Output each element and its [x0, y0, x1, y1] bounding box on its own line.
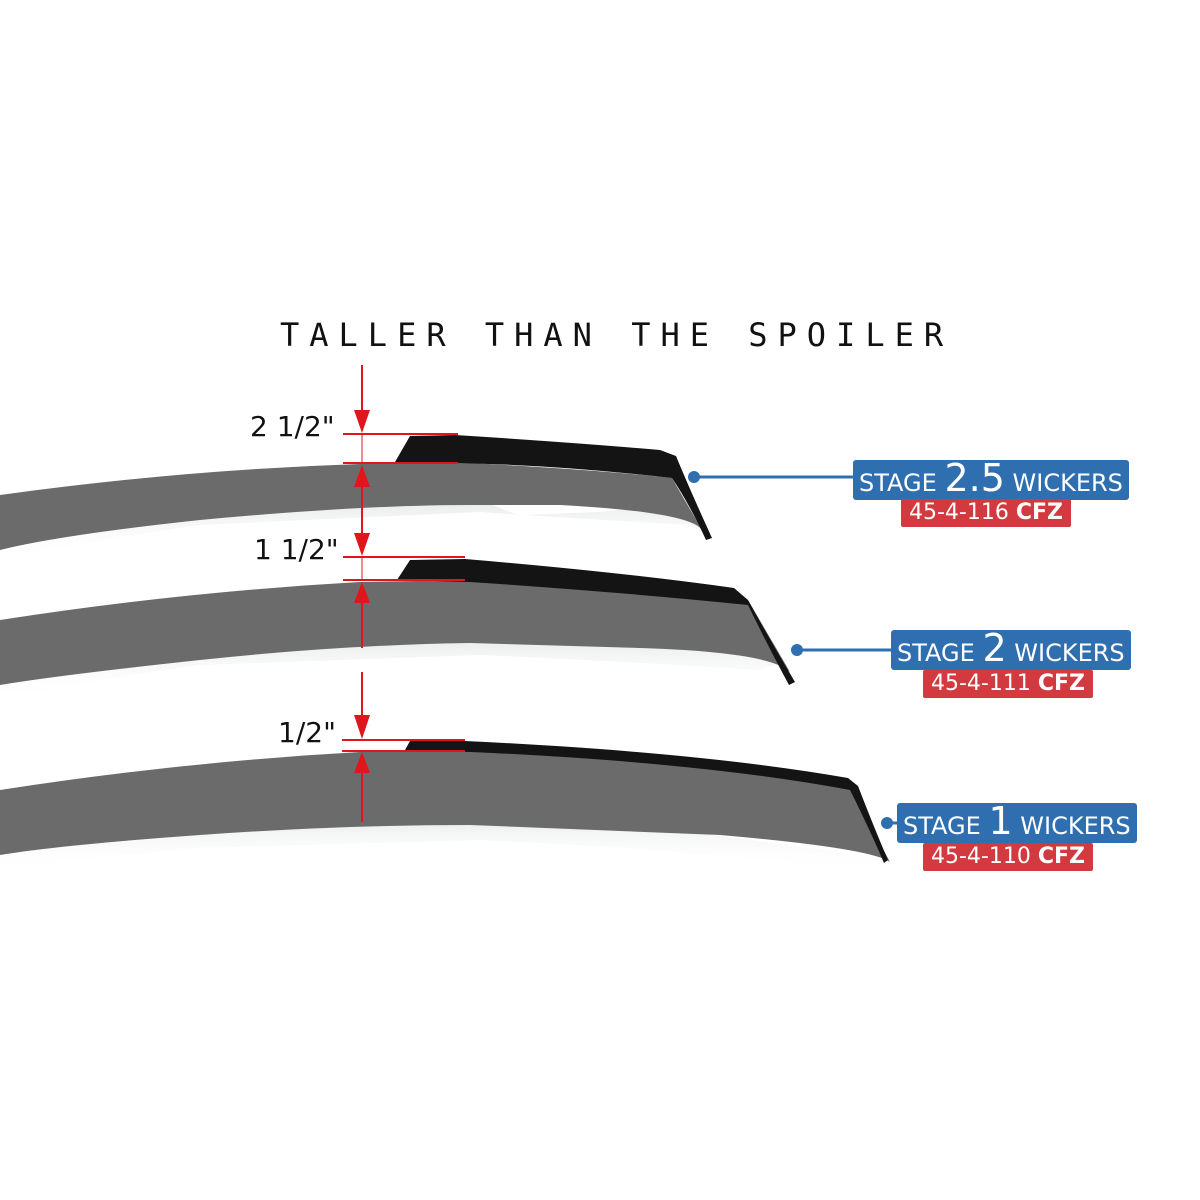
stage-label: STAGE 1 WICKERS [897, 802, 1137, 843]
wicker-black-stage-2 [397, 559, 795, 685]
wicker-black-stage-2-5 [395, 435, 712, 540]
part-number: 45-4-111 [931, 671, 1031, 696]
measurement-label: 2 1/2" [250, 410, 335, 443]
stage-label: STAGE 2 WICKERS [891, 629, 1131, 670]
product-callout-stage-2-5: STAGE 2.5 WICKERS 45-4-116 CFZ [853, 459, 1129, 527]
part-suffix: CFZ [1015, 500, 1063, 525]
part-number-badge: 45-4-110 CFZ [923, 843, 1093, 871]
part-number-badge: 45-4-111 CFZ [923, 670, 1093, 698]
part-suffix: CFZ [1037, 671, 1085, 696]
stage-number: 1 [988, 799, 1013, 843]
stage-prefix: STAGE [903, 812, 981, 840]
dimension-markers [342, 365, 465, 822]
product-callout-stage-1: STAGE 1 WICKERS 45-4-110 CFZ [897, 802, 1137, 871]
stage-label: STAGE 2.5 WICKERS [853, 459, 1129, 500]
part-number: 45-4-116 [909, 500, 1009, 525]
stage-suffix: WICKERS [1014, 639, 1125, 667]
measurement-label: 1/2" [278, 716, 336, 749]
spoiler-stage-2 [0, 559, 795, 700]
part-number-badge: 45-4-116 CFZ [901, 499, 1071, 527]
stage-suffix: WICKERS [1020, 812, 1131, 840]
stage-prefix: STAGE [897, 639, 975, 667]
part-suffix: CFZ [1037, 844, 1085, 869]
measurement-label: 1 1/2" [254, 533, 339, 566]
stage-number: 2 [982, 626, 1007, 670]
stage-suffix: WICKERS [1012, 469, 1123, 497]
spoiler-stage-1 [0, 741, 890, 870]
product-callout-stage-2: STAGE 2 WICKERS 45-4-111 CFZ [891, 629, 1131, 698]
callout-connectors [688, 471, 898, 829]
spoiler-stage-2-5 [0, 435, 712, 560]
part-number: 45-4-110 [931, 844, 1031, 869]
stage-prefix: STAGE [859, 469, 937, 497]
stage-number: 2.5 [944, 456, 1005, 500]
wicker-black-stage-1 [405, 741, 888, 863]
headline: TALLER THAN THE SPOILER [280, 316, 954, 354]
